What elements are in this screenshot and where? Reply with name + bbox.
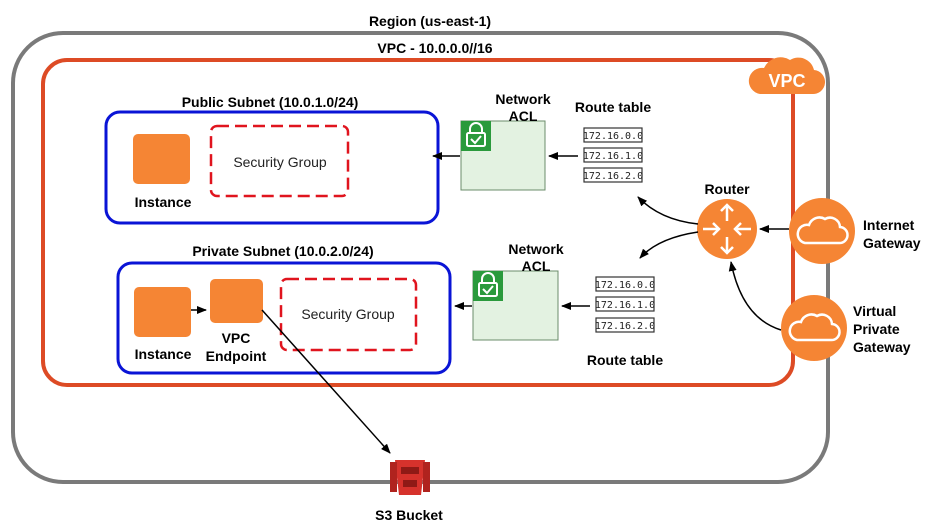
arrow-router-to-public-rt bbox=[637, 196, 699, 225]
public-network-acl bbox=[460, 120, 546, 191]
public-route-2 bbox=[583, 167, 643, 183]
public-route-table: 172.16.0.0 172.16.1.0 172.16.2.0 bbox=[583, 127, 643, 183]
public-route-0 bbox=[583, 127, 643, 143]
private-instance-label: Instance bbox=[135, 346, 192, 362]
public-subnet-label: Public Subnet (10.0.1.0/24) bbox=[182, 94, 359, 110]
arrow-vgw-to-router bbox=[728, 261, 782, 331]
vpc-endpoint-label-line2: Endpoint bbox=[206, 348, 267, 364]
private-route-text-0: 172.16.0.0 bbox=[595, 280, 655, 291]
vpc-cloud-icon: VPC bbox=[748, 57, 826, 95]
internet-gateway-label-line1: Internet bbox=[863, 217, 915, 233]
private-route-table: 172.16.0.0 172.16.1.0 172.16.2.0 bbox=[595, 276, 655, 333]
private-acl-lock-icon bbox=[473, 271, 503, 301]
private-acl-label-line1: Network bbox=[508, 241, 563, 257]
private-route-text-1: 172.16.1.0 bbox=[595, 300, 655, 311]
private-security-group-label: Security Group bbox=[301, 306, 395, 322]
virtual-private-gateway-label-line1: Virtual bbox=[853, 303, 896, 319]
router-label: Router bbox=[704, 181, 750, 197]
private-route-2 bbox=[595, 317, 655, 333]
private-subnet-label: Private Subnet (10.0.2.0/24) bbox=[192, 243, 373, 259]
private-security-group bbox=[279, 277, 418, 352]
private-network-acl bbox=[472, 270, 559, 341]
internet-gateway-label-line2: Gateway bbox=[863, 235, 921, 251]
private-subnet-container bbox=[116, 261, 452, 375]
public-acl-label-line2: ACL bbox=[509, 108, 538, 124]
public-route-text-0: 172.16.0.0 bbox=[583, 131, 643, 142]
virtual-private-gateway-icon bbox=[781, 295, 847, 361]
vpc-endpoint-icon bbox=[210, 279, 263, 323]
region-container bbox=[11, 31, 830, 484]
private-acl-label-line2: ACL bbox=[522, 258, 551, 274]
region-label: Region (us-east-1) bbox=[369, 13, 491, 29]
private-route-text-2: 172.16.2.0 bbox=[595, 321, 655, 332]
public-acl-lock-icon bbox=[461, 121, 491, 151]
public-route-1 bbox=[583, 147, 643, 163]
internet-gateway-icon bbox=[789, 198, 855, 264]
public-subnet-container bbox=[104, 110, 440, 225]
arrow-endpoint-to-s3 bbox=[261, 309, 391, 454]
private-route-0 bbox=[595, 276, 655, 292]
vpc-endpoint-label-line1: VPC bbox=[222, 330, 251, 346]
virtual-private-gateway-label-line2: Private bbox=[853, 321, 900, 337]
virtual-private-gateway-label-line3: Gateway bbox=[853, 339, 911, 355]
vpc-label: VPC - 10.0.0.0//16 bbox=[377, 40, 492, 56]
arrow-router-to-private-rt bbox=[639, 231, 699, 259]
s3-bucket-icon bbox=[390, 460, 430, 495]
vpc-badge-label: VPC bbox=[768, 71, 805, 91]
private-instance-icon bbox=[134, 287, 191, 337]
public-instance-label: Instance bbox=[135, 194, 192, 210]
private-route-1 bbox=[595, 296, 655, 312]
private-route-table-label: Route table bbox=[587, 352, 663, 368]
public-route-table-label: Route table bbox=[575, 99, 651, 115]
public-instance-icon bbox=[133, 134, 190, 184]
public-route-text-2: 172.16.2.0 bbox=[583, 171, 643, 182]
router-icon bbox=[697, 199, 757, 259]
s3-bucket-label: S3 Bucket bbox=[375, 507, 443, 523]
public-route-text-1: 172.16.1.0 bbox=[583, 151, 643, 162]
public-acl-label-line1: Network bbox=[495, 91, 550, 107]
public-security-group-label: Security Group bbox=[233, 154, 327, 170]
public-security-group bbox=[209, 124, 350, 198]
